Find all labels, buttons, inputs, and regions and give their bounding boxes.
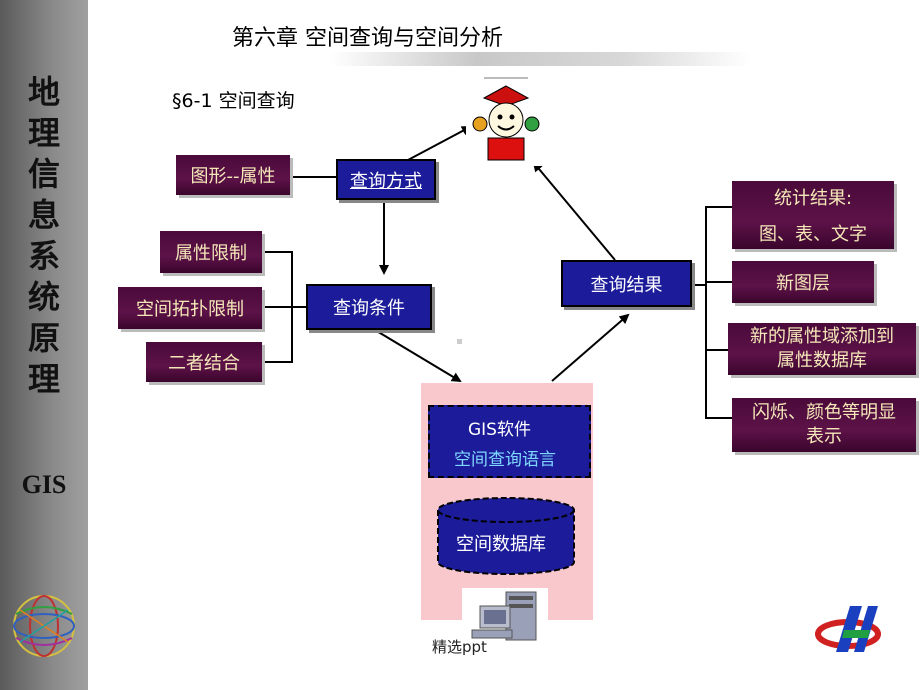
result-highlight-line2: 表示 [806,426,842,447]
query-result-label: 查询结果 [590,274,663,296]
user-avatar-icon [466,76,546,166]
result-new-layer-label: 新图层 [776,273,830,294]
section-heading: §6-1 空间查询 [172,90,295,112]
sidebar-title-char: 地 [27,73,60,111]
result-highlight-line1: 闪烁、颜色等明显 [752,402,896,423]
sidebar-title-char: 理 [27,114,60,152]
sidebar-title-char: 原 [27,319,60,357]
database-icon [437,497,575,575]
condition-label: 二者结合 [168,353,240,374]
spatial-query-language-label: 空间查询语言 [454,450,556,470]
condition-label: 属性限制 [175,243,247,264]
result-stats-line1: 统计结果: [773,188,853,209]
graphic-attribute-label: 图形--属性 [190,166,276,187]
condition-combined-box: 二者结合 [146,342,262,382]
bracket-results [705,206,732,419]
result-new-attribute-line1: 新的属性域添加到 [750,326,894,347]
query-condition-box: 查询条件 [306,284,432,330]
query-method-box: 查询方式 [336,159,436,200]
graphic-attribute-box: 图形--属性 [176,155,290,195]
result-new-attribute-line2: 属性数据库 [777,350,867,371]
result-new-layer-box: 新图层 [732,261,874,303]
sidebar-title-char: 信 [27,155,60,193]
result-new-attribute-box: 新的属性域添加到 属性数据库 [728,323,916,375]
title-divider [330,52,750,66]
chapter-title: 第六章 空间查询与空间分析 [232,26,503,51]
query-result-box: 查询结果 [561,260,692,307]
spatial-database-label: 空间数据库 [456,534,546,555]
globe-icon [13,595,75,657]
sidebar-title-char: 统 [27,278,60,316]
condition-label: 空间拓扑限制 [136,299,244,320]
sidebar-gis-label: GIS [21,470,67,499]
gis-software-box: GIS软件 空间查询语言 [428,405,591,478]
query-method-label: 查询方式 [350,170,422,192]
arrow-gis-to-result [551,313,630,382]
arrow-condition-to-gis [374,329,462,383]
condition-topology-box: 空间拓扑限制 [118,287,262,329]
gis-software-label: GIS软件 [468,420,531,440]
sidebar-title-char: 息 [27,196,60,234]
sidebar-title-char: 系 [27,237,60,275]
arrow-method-to-user [407,126,472,161]
stray-dot [457,339,462,344]
footer-text: 精选ppt [432,638,487,656]
arrow-result-to-user [532,161,616,261]
sidebar-title: 地 理 信 息 系 统 原 理 [0,72,88,400]
institution-logo [815,606,881,652]
result-stats-box: 统计结果: 图、表、文字 [732,181,894,249]
query-condition-label: 查询条件 [333,298,405,319]
result-stats-line2: 图、表、文字 [759,224,867,245]
sidebar: 地 理 信 息 系 统 原 理 GIS [0,0,88,690]
sidebar-title-char: 理 [27,360,60,398]
computer-icon [462,588,548,648]
result-highlight-box: 闪烁、颜色等明显 表示 [732,398,916,452]
condition-attribute-box: 属性限制 [160,231,262,273]
